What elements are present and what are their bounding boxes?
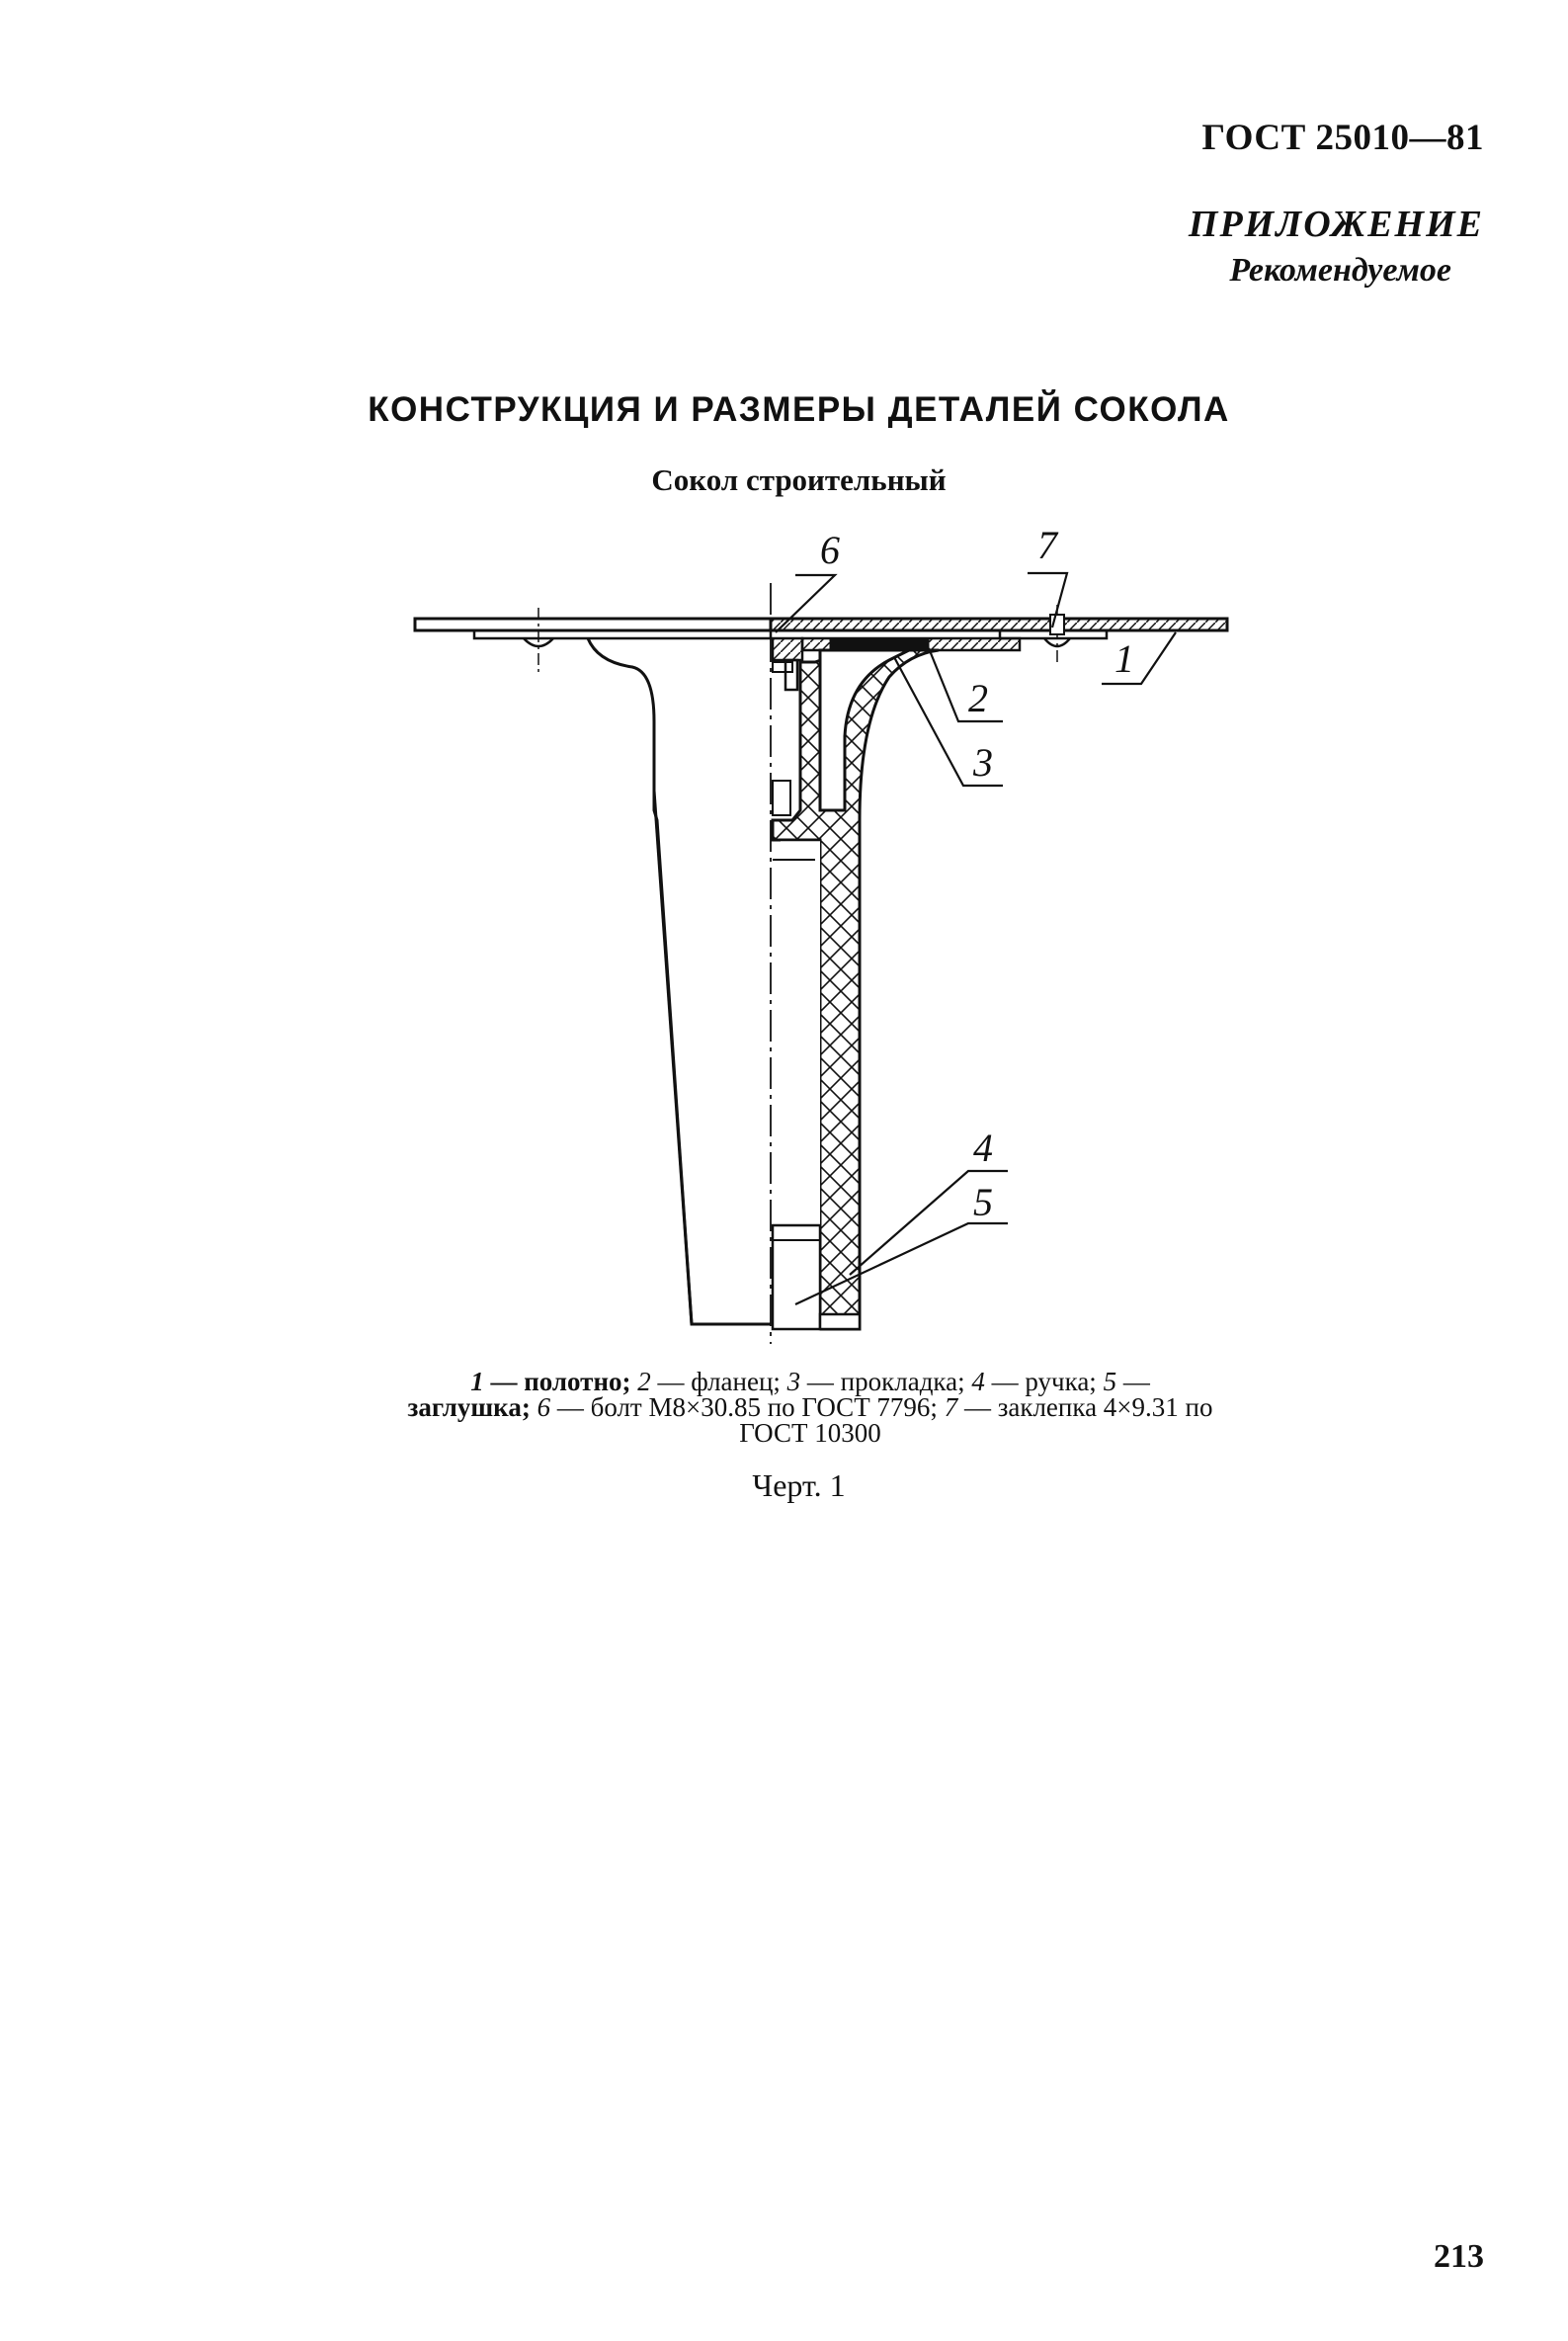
- svg-text:5: 5: [973, 1180, 993, 1224]
- callout-2: 2: [927, 647, 1003, 723]
- callout-5: 5: [794, 1180, 1008, 1305]
- page-title: КОНСТРУКЦИЯ И РАЗМЕРЫ ДЕТАЛЕЙ СОКОЛА: [368, 390, 1230, 429]
- document-number: ГОСТ 25010—81: [1201, 118, 1484, 158]
- callout-1: 1: [1102, 631, 1177, 686]
- page-number: 213: [1434, 2238, 1484, 2275]
- appendix-title: ПРИЛОЖЕНИЕ: [1188, 204, 1484, 245]
- callout-6: 6: [775, 528, 840, 633]
- callout-7: 7: [1028, 524, 1069, 628]
- gasket: [829, 637, 930, 649]
- svg-text:6: 6: [820, 528, 840, 572]
- handle-section: [771, 648, 940, 1334]
- caption-line-2: заглушка; 6 — болт М8×30.85 по ГОСТ 7796…: [407, 1392, 1213, 1448]
- svg-text:4: 4: [973, 1126, 993, 1170]
- svg-text:2: 2: [968, 676, 988, 720]
- appendix-type: Рекомендуемое: [1229, 252, 1451, 289]
- callout-3: 3: [893, 656, 1003, 788]
- end-cap: [771, 1223, 862, 1331]
- technical-drawing: 6 7 1 2 3 4 5: [413, 524, 1229, 1344]
- svg-text:7: 7: [1037, 524, 1059, 567]
- svg-text:3: 3: [972, 740, 993, 785]
- blade-plate: [413, 617, 1229, 640]
- figure-caption: 1 — полотно; 2 — фланец; 3 — прокладка; …: [375, 1367, 1245, 1448]
- page-subtitle: Сокол строительный: [651, 462, 947, 497]
- svg-text:1: 1: [1114, 636, 1134, 681]
- rivet-right: [1043, 605, 1071, 662]
- caption-line-1: 1 — полотно; 2 — фланец; 3 — прокладка; …: [470, 1367, 1150, 1396]
- callout-4: 4: [849, 1126, 1008, 1276]
- handle-outer-profile: [586, 637, 771, 1326]
- figure-label: Черт. 1: [752, 1467, 846, 1503]
- rivet-left: [523, 608, 554, 672]
